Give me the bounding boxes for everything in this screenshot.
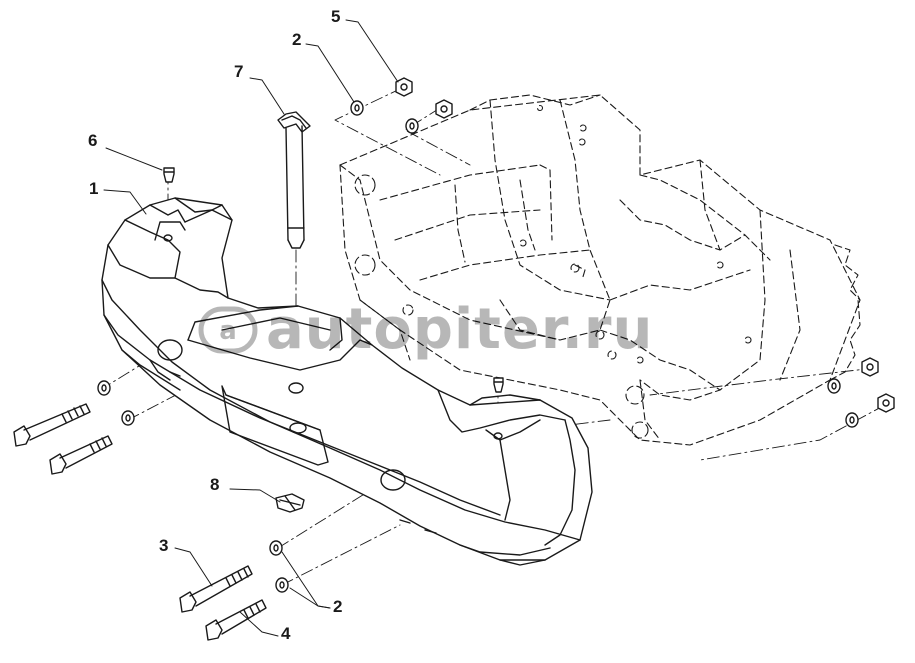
- bolt-left-short: [49, 435, 113, 475]
- nut-top-1: [395, 77, 413, 97]
- washer-top-1: [350, 100, 364, 116]
- small-pin-right: [493, 377, 504, 393]
- small-pin-top: [163, 167, 175, 183]
- leader-lines: [103, 19, 399, 637]
- front-counterweight: [101, 197, 593, 566]
- bolt-bottom-long: [179, 565, 253, 613]
- lynch-pin: [275, 493, 305, 513]
- washer-bottom-2: [275, 577, 289, 593]
- callout-3: 3: [159, 536, 169, 555]
- nut-right-1: [861, 357, 879, 377]
- bolt-bottom-short: [205, 599, 267, 641]
- callout-8: 8: [210, 475, 220, 494]
- callout-2-bottom: 2: [333, 597, 343, 616]
- callout-5: 5: [331, 7, 341, 26]
- washer-right-2: [845, 412, 859, 428]
- callout-1: 1: [89, 179, 99, 198]
- washer-left-2: [121, 410, 135, 426]
- nut-right-2: [877, 393, 895, 413]
- bolt-left-long: [13, 403, 91, 447]
- washer-top-2: [405, 118, 419, 134]
- washer-left-1: [97, 380, 111, 396]
- washer-right-1: [827, 378, 841, 394]
- callout-2-top: 2: [292, 30, 302, 49]
- washer-bottom-1: [269, 540, 283, 556]
- callout-6: 6: [88, 131, 98, 150]
- tractor-front-frame: [339, 94, 861, 446]
- nut-top-2: [435, 99, 453, 119]
- hitch-pin: [277, 111, 311, 249]
- callout-4: 4: [281, 624, 291, 643]
- callout-7: 7: [234, 62, 244, 81]
